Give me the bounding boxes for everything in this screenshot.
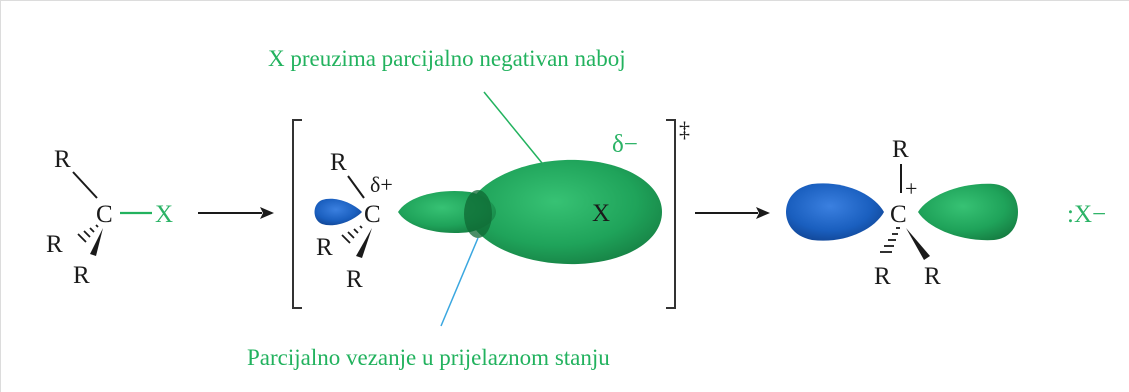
carbocation-green-lobe <box>918 183 1018 241</box>
orbital-overlap-region <box>464 190 492 238</box>
transition-carbon: C <box>364 201 381 228</box>
caption-top-leader-line <box>483 91 543 164</box>
reactant-hashed-bond <box>77 224 99 243</box>
transition-substituents: R δ+ C R R <box>316 149 393 293</box>
carbocation-orbitals <box>786 183 1018 241</box>
delta-minus-label: δ− <box>612 131 638 158</box>
transition-state-orbitals <box>314 159 662 265</box>
reaction-arrow-2 <box>695 207 770 219</box>
transition-bond-top <box>347 175 365 199</box>
caption-bottom-leader-line <box>440 237 479 327</box>
reactant-carbon: C <box>96 201 113 228</box>
product-r-top: R <box>892 136 909 163</box>
product-r-left: R <box>874 263 891 290</box>
product-carbon: C <box>890 201 907 228</box>
carbocation-substituents: R + C R R <box>874 136 941 290</box>
reactant-wedge-bond <box>90 228 103 256</box>
caption-partial-bonding-transition-state: Parcijalno vezanje u prijelaznom stanju <box>247 345 610 370</box>
transition-r-top: R <box>330 149 347 176</box>
transition-x-orbital-lobe <box>468 159 662 265</box>
product-r-right: R <box>924 263 941 290</box>
double-dagger-symbol: ‡ <box>679 117 690 142</box>
leaving-group-anion: :X− <box>1067 201 1106 228</box>
caption-partial-negative-charge: X preuzima parcijalno negativan naboj <box>268 46 626 71</box>
product-hashed-bond <box>880 227 900 253</box>
delta-plus-label: δ+ <box>370 172 393 197</box>
product-wedge-bond <box>906 228 930 260</box>
transition-r-bottom: R <box>346 266 363 293</box>
reaction-arrow-1 <box>198 207 274 219</box>
transition-wedge-bond <box>356 228 372 258</box>
carbocation-blue-lobe <box>786 183 884 241</box>
transition-state-brackets <box>292 119 676 309</box>
transition-blue-lobe <box>314 198 362 226</box>
transition-hashed-bond <box>341 225 363 244</box>
reactant-leaving-x: X <box>155 201 173 228</box>
reactant-bond-top <box>72 171 98 199</box>
transition-r-left: R <box>316 234 333 261</box>
transition-x-label: X <box>592 200 610 227</box>
reactant-r-bottom: R <box>73 262 90 289</box>
reactant-molecule: R C X R R <box>46 146 173 289</box>
reactant-r-left: R <box>46 231 63 258</box>
carbocation-plus-charge: + <box>905 176 917 201</box>
reactant-r-top: R <box>54 146 71 173</box>
